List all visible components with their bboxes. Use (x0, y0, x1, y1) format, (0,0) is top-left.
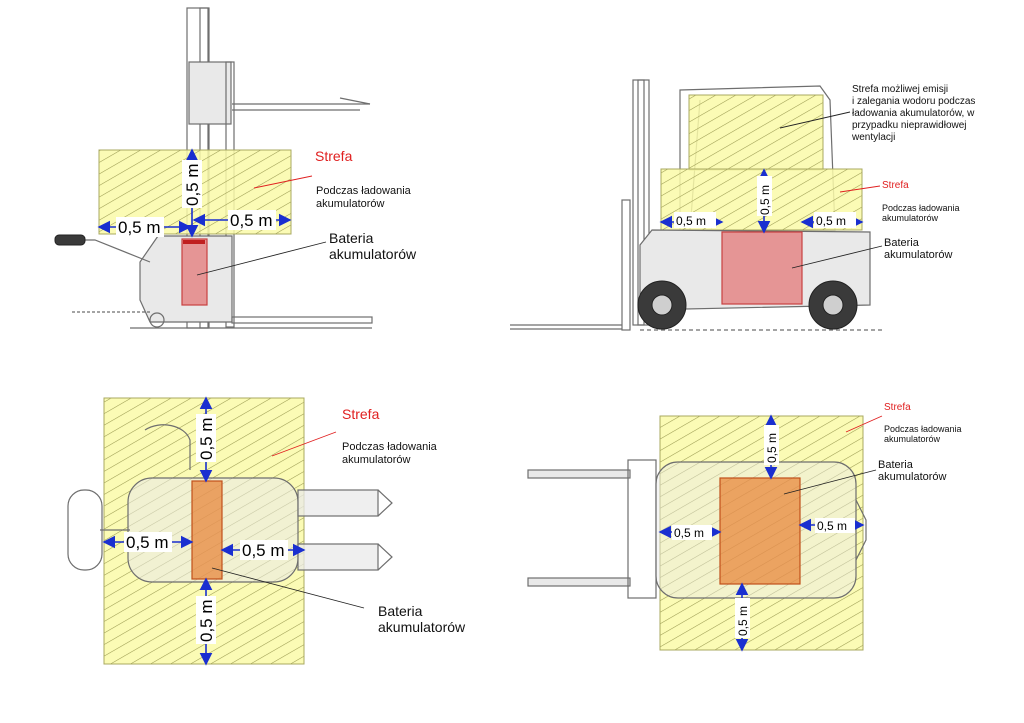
dim-label-bottom: 0,5 m (197, 599, 216, 642)
emission-text-3: ładowania akumulatorów, w (852, 108, 975, 119)
zone-desc-line1: Podczas ładowania (316, 185, 412, 197)
battery (191, 480, 223, 580)
raised-fork-tip (339, 97, 371, 105)
zone-desc-line2: akumulatorów (316, 198, 385, 210)
panel-top-view-forklift: 0,5 m 0,5 m 0,5 m 0,5 m Strefa Podczas ł… (527, 402, 962, 652)
front-hub (651, 294, 673, 316)
zone-leader (253, 175, 313, 189)
mast-carriage (188, 61, 232, 125)
battery-label-line1: Bateria (378, 603, 423, 619)
emission-text-5: wentylacji (851, 132, 895, 143)
dim-label-top: 0,5 m (765, 433, 779, 463)
fork-carriage (627, 459, 657, 599)
dim-label-right: 0,5 m (816, 214, 846, 228)
lower-fork (231, 316, 373, 324)
tiller-handle (54, 234, 86, 246)
dim-box-left (124, 532, 172, 552)
zone-desc-line1: Podczas ładowania (884, 424, 962, 434)
dim-box-top (757, 176, 772, 216)
battery (721, 231, 803, 305)
battery-label-line2: akumulatorów (878, 471, 947, 483)
zone-desc-line1: Podczas ładowania (342, 441, 438, 453)
battery-label-line1: Bateria (329, 230, 374, 246)
fork-lower (297, 543, 379, 571)
counterweight (855, 499, 867, 561)
dim-label-bottom: 0,5 m (736, 606, 750, 636)
battery (181, 238, 208, 306)
emission-text-4: przypadku nieprawidłowej (852, 120, 967, 131)
fork-shank (621, 199, 631, 331)
mast-inner (637, 79, 645, 326)
zone-leader (839, 185, 881, 193)
fork-lower-tip (377, 543, 393, 571)
dim-box-top (182, 160, 202, 208)
dim-label-top: 0,5 m (183, 163, 202, 206)
zone-desc-line2: akumulatorów (342, 454, 411, 466)
dim-label-top: 0,5 m (758, 185, 772, 215)
battery-label-line1: Bateria (884, 237, 920, 249)
zone-desc-line2: akumulatorów (884, 434, 941, 444)
battery (719, 477, 801, 585)
panel-side-view-stacker: 0,5 m 0,5 m 0,5 m Strefa Podczas ładowan… (54, 7, 417, 329)
dim-box-left (674, 212, 716, 228)
zone-title: Strefa (315, 148, 353, 164)
zone-desc-line2: akumulatorów (882, 213, 939, 223)
battery-label-line2: akumulatorów (378, 619, 466, 635)
dim-label-left: 0,5 m (118, 218, 161, 237)
battery-leader (791, 245, 883, 269)
panel-top-view-stacker: 0,5 m 0,5 m 0,5 m 0,5 m Strefa Podczas ł… (67, 396, 466, 666)
panel-side-view-forklift: 0,5 m 0,5 m 0,5 m Strefa możliwej emisji… (510, 79, 975, 331)
dim-label-right: 0,5 m (817, 519, 847, 533)
battery-leader (196, 241, 327, 276)
emission-zone (688, 94, 824, 171)
zone-title: Strefa (884, 402, 911, 413)
dim-box-right (814, 212, 856, 228)
dim-box-left (116, 217, 164, 237)
dim-box-right (240, 540, 288, 560)
tiller-head (67, 489, 103, 571)
emission-text-1: Strefa możliwej emisji (852, 84, 948, 95)
dim-label-top: 0,5 m (197, 417, 216, 460)
emission-text-2: i zalegania wodoru podczas (852, 96, 975, 107)
tiller-swing-arc (144, 424, 191, 470)
dim-label-right: 0,5 m (230, 211, 273, 230)
dim-label-right: 0,5 m (242, 541, 285, 560)
dim-box-bottom (735, 598, 750, 638)
dim-box-right (228, 210, 276, 230)
battery-label-line1: Bateria (878, 459, 914, 471)
zone-title: Strefa (342, 406, 380, 422)
fork-upper (297, 489, 379, 517)
dim-box-right (815, 518, 855, 533)
dim-box-top (196, 414, 216, 462)
battery-label-line2: akumulatorów (884, 249, 953, 261)
zone-title: Strefa (882, 180, 909, 191)
battery-label-strip (183, 240, 205, 244)
dim-box-bottom (196, 596, 216, 644)
dim-box-top (764, 425, 779, 465)
zone-leader (271, 431, 337, 457)
battery-label-line2: akumulatorów (329, 246, 417, 262)
fork-upper-tip (377, 489, 393, 517)
fork-upper (527, 469, 631, 479)
zone-desc-line1: Podczas ładowania (882, 203, 960, 213)
emission-leader (779, 111, 851, 129)
dim-label-left: 0,5 m (674, 526, 704, 540)
rear-hub (822, 294, 844, 316)
dim-label-left: 0,5 m (126, 533, 169, 552)
battery-leader (211, 567, 365, 609)
drive-wheel (149, 312, 165, 328)
battery-leader (783, 469, 877, 495)
fork-lower (527, 577, 631, 587)
zone-leader (845, 415, 883, 433)
dim-label-left: 0,5 m (676, 214, 706, 228)
dim-box-left (672, 525, 712, 540)
